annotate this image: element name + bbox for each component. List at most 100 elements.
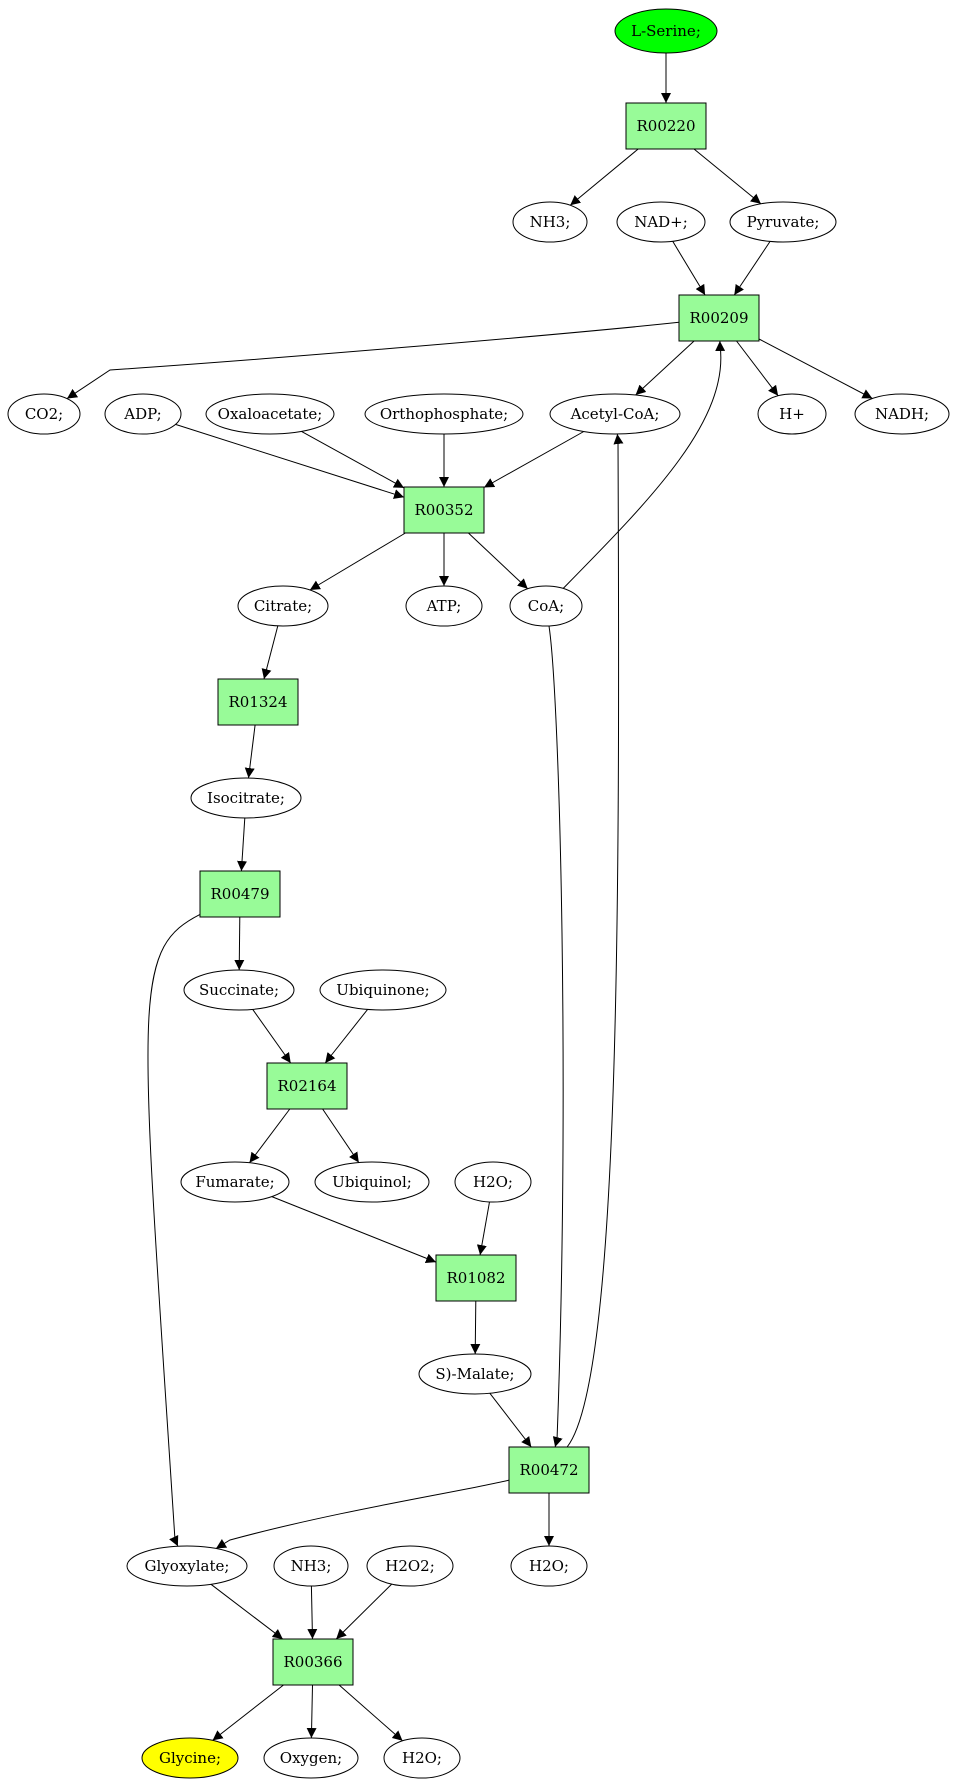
node-label: R00479 [210,885,269,903]
node-r00220[interactable]: R00220 [625,102,707,150]
node-label: Acetyl-CoA; [570,405,660,423]
node-r02164[interactable]: R02164 [266,1062,348,1110]
edge-nh3-2-to-r00366 [307,1585,318,1640]
metabolite-ellipse [263,1737,359,1779]
reaction-box [272,1638,354,1686]
metabolite-ellipse [454,1161,532,1203]
node-label: CoA; [528,597,564,615]
reaction-box [403,486,485,534]
node-label: H2O2; [385,1557,435,1575]
edge-r00472-to-acetyl-coa [566,433,624,1448]
edge-r00209-to-nadh [758,338,873,399]
node-glycine[interactable]: Glycine; [141,1737,239,1779]
edge-r02164-to-ubiquinol [322,1108,360,1163]
metabolite-ellipse [729,201,837,243]
metabolite-ellipse [104,393,182,435]
node-label: Ubiquinone; [336,981,429,999]
metabolite-ellipse [183,969,295,1011]
node-label: Glycine; [159,1749,221,1767]
metabolite-ellipse [757,393,827,435]
metabolite-ellipse [405,585,483,627]
node-nh3-2[interactable]: NH3; [273,1545,349,1587]
node-isocitrate[interactable]: Isocitrate; [190,777,302,819]
node-fumarate[interactable]: Fumarate; [180,1161,290,1203]
metabolite-ellipse [364,393,524,435]
reaction-box [625,102,707,150]
reaction-box [199,870,281,918]
node-label: Pyruvate; [747,213,820,231]
node-s-malate[interactable]: S)-Malate; [418,1353,532,1395]
node-nh3-1[interactable]: NH3; [512,201,588,243]
reaction-box [508,1446,590,1494]
edge-h2o-1-to-r01082 [476,1201,490,1256]
reaction-box [217,678,299,726]
node-label: NH3; [291,1557,332,1575]
edge-fumarate-to-r01082 [271,1196,437,1264]
metabolite-ellipse [366,1545,454,1587]
metabolite-ellipse [319,969,447,1011]
node-h2o-2[interactable]: H2O; [510,1545,588,1587]
node-h-plus[interactable]: H+ [757,393,827,435]
node-h2o-3[interactable]: H2O; [383,1737,461,1779]
edge-r00209-to-co2 [66,321,680,400]
node-r01082[interactable]: R01082 [435,1254,517,1302]
node-l-serine[interactable]: L-Serine; [614,8,718,54]
node-label: ADP; [123,405,161,423]
reaction-box [678,294,760,342]
edge-nad-to-r00209 [672,241,706,296]
node-oxaloacetate[interactable]: Oxaloacetate; [205,393,335,435]
node-h2o2[interactable]: H2O2; [366,1545,454,1587]
node-label: Ubiquinol; [332,1173,412,1191]
node-r01324[interactable]: R01324 [217,678,299,726]
edge-r01324-to-isocitrate [244,724,256,779]
edge-r00366-to-oxygen [306,1684,317,1739]
node-label: Succinate; [199,981,279,999]
node-oxygen[interactable]: Oxygen; [263,1737,359,1779]
node-glyoxylate[interactable]: Glyoxylate; [126,1545,248,1587]
edge-h2o2-to-r00366 [335,1583,393,1640]
node-ubiquinone[interactable]: Ubiquinone; [319,969,447,1011]
node-ubiquinol[interactable]: Ubiquinol; [314,1161,430,1203]
edge-pyruvate-to-r00209 [733,241,771,296]
metabolite-ellipse [190,777,302,819]
node-label: R00366 [283,1653,342,1671]
node-acetyl-coa[interactable]: Acetyl-CoA; [549,393,681,435]
metabolite-ellipse [549,393,681,435]
node-label: NAD+; [634,213,688,231]
node-label: CO2; [25,405,63,423]
edge-r00479-to-glyoxylate [147,913,201,1547]
edge-r00209-to-h-plus [736,340,779,397]
node-label: ATP; [426,597,462,615]
node-coa[interactable]: CoA; [509,585,583,627]
edge-r00352-to-coa [468,532,529,590]
node-h2o-1[interactable]: H2O; [454,1161,532,1203]
edge-citrate-to-r01324 [261,625,279,680]
metabolite-ellipse [509,585,583,627]
node-r00479[interactable]: R00479 [199,870,281,918]
node-label: NADH; [875,405,929,423]
node-label: R01082 [446,1269,505,1287]
edge-r00220-to-nh3-1 [569,148,639,206]
node-orthophosphate[interactable]: Orthophosphate; [364,393,524,435]
node-nad[interactable]: NAD+; [616,201,706,243]
metabolite-ellipse [126,1545,248,1587]
node-nadh[interactable]: NADH; [854,393,950,435]
edge-r00366-to-glycine [212,1684,284,1741]
node-co2[interactable]: CO2; [7,393,81,435]
reaction-box [435,1254,517,1302]
node-citrate[interactable]: Citrate; [237,585,329,627]
node-succinate[interactable]: Succinate; [183,969,295,1011]
node-atp[interactable]: ATP; [405,585,483,627]
node-label: Isocitrate; [207,789,285,807]
metabolite-ellipse [7,393,81,435]
node-adp[interactable]: ADP; [104,393,182,435]
node-r00352[interactable]: R00352 [403,486,485,534]
node-r00472[interactable]: R00472 [508,1446,590,1494]
node-label: S)-Malate; [435,1365,514,1383]
node-r00366[interactable]: R00366 [272,1638,354,1686]
node-pyruvate[interactable]: Pyruvate; [729,201,837,243]
edge-r00472-to-glyoxylate [215,1479,510,1549]
node-label: H2O; [529,1557,569,1575]
metabolite-ellipse [616,201,706,243]
node-r00209[interactable]: R00209 [678,294,760,342]
